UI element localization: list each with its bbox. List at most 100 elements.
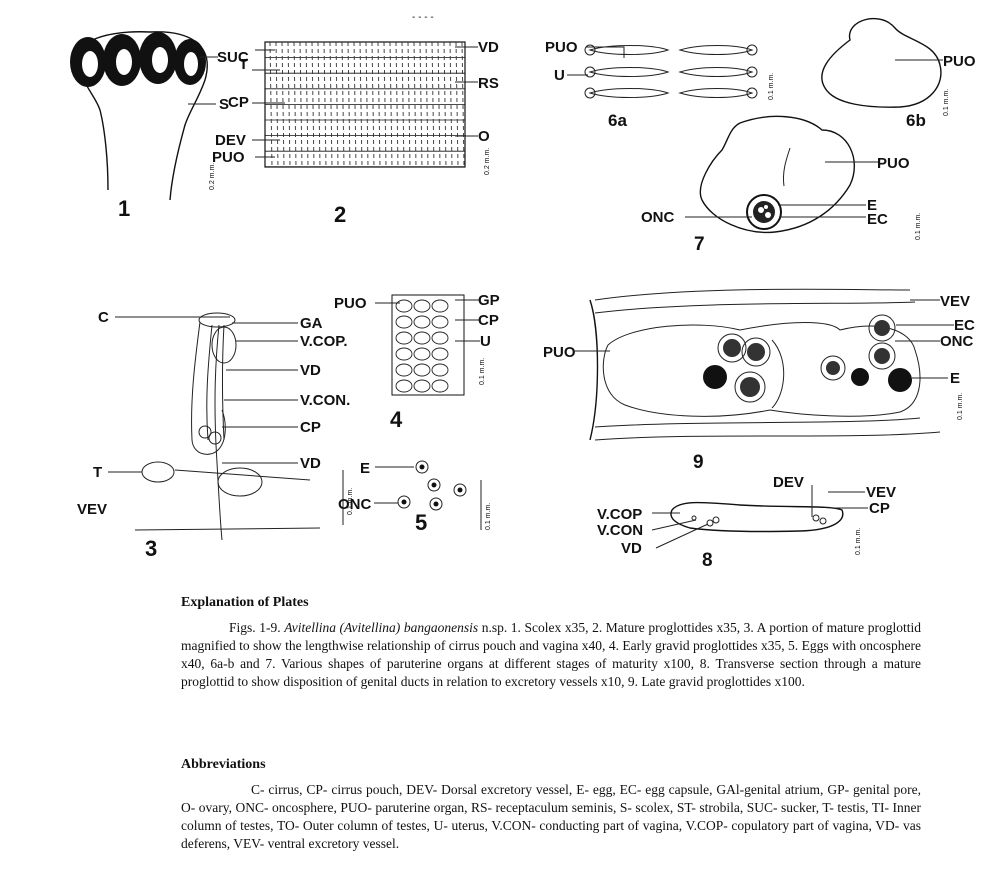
uterus-cell <box>413 347 431 361</box>
figure-number-6b: 6b <box>906 111 926 130</box>
uterus-cell <box>413 363 431 377</box>
label-vd: VD <box>478 39 499 56</box>
label-vev: VEV <box>77 501 107 518</box>
label-gp: GP <box>478 292 500 309</box>
uterus-cell <box>413 315 431 329</box>
label-onc: ONC <box>338 496 372 513</box>
figure-number-6a: 6a <box>608 111 627 130</box>
scale-label-1: 0.2 m.m. <box>209 163 216 190</box>
label-puo: PUO <box>943 53 976 70</box>
scale-label-7: 0.1 m.m. <box>479 358 486 385</box>
label-u: U <box>554 67 565 84</box>
figure-6b-paruterine: PUO 6b 0.1 m.m. <box>821 17 976 130</box>
label-t: T <box>239 56 248 73</box>
figure-1-scolex: SUC S 1 0.2 m.m. <box>70 31 249 221</box>
figure-9-late-gravid: PUO VEV EC ONC E 9 0.1 m.m. <box>543 288 975 473</box>
label-e: E <box>950 370 960 387</box>
scale-label-8: 0.1 m.m. <box>485 503 492 530</box>
figure-8-transverse-section: DEV VEV CP V.COP V.CON VD 8 0.1 m.m. <box>597 474 896 571</box>
figure-number-9: 9 <box>693 452 704 473</box>
figure-number-2: 2 <box>334 202 346 227</box>
label-vd: VD <box>300 362 321 379</box>
abbreviations-heading: Abbreviations <box>181 757 266 772</box>
label-vcop: V.COP <box>597 506 642 523</box>
scale-label-5: 0.1 m.m. <box>915 213 922 240</box>
label-suc: SUC <box>217 49 249 66</box>
label-ga: GA <box>300 315 323 332</box>
species-name: Avitellina (Avitellina) bangaonensis <box>284 620 479 635</box>
label-puo: PUO <box>543 344 576 361</box>
label-cp: CP <box>478 312 499 329</box>
figure-2-proglottides: T CP DEV PUO VD RS O 2 0.2 m.m. <box>212 39 499 227</box>
header-mark: - - - - <box>412 12 434 23</box>
label-cp: CP <box>869 500 890 517</box>
explanation-body: n.sp. 1. Scolex x35, 2. Mature proglotti… <box>181 620 921 689</box>
label-o: O <box>478 128 490 145</box>
label-ec: EC <box>867 211 888 228</box>
scale-label-4: 0.1 m.m. <box>943 89 950 116</box>
explanation-heading: Explanation of Plates <box>181 595 309 610</box>
scale-label-6: 0.1 m.m. <box>347 488 354 515</box>
label-vd: VD <box>621 540 642 557</box>
label-dev: DEV <box>215 132 246 149</box>
label-vcop: V.COP. <box>300 333 348 350</box>
figure-7-paruterine: PUO E EC ONC 7 0.1 m.m. <box>641 115 922 255</box>
figure-number-7: 7 <box>694 234 705 255</box>
figure-4-gravid: PUO GP CP U 4 0.1 m.m. <box>334 292 500 432</box>
scale-label-10: 0.1 m.m. <box>855 528 862 555</box>
label-s: S <box>219 96 229 113</box>
uterus-cell <box>395 299 413 313</box>
figure-6a-paruterine: PUO U 6a 0.1 m.m. <box>545 39 775 130</box>
label-rs: RS <box>478 75 499 92</box>
abbreviations-body: C- cirrus, CP- cirrus pouch, DEV- Dorsal… <box>181 782 921 851</box>
label-puo: PUO <box>212 149 245 166</box>
label-dev: DEV <box>773 474 804 491</box>
abbreviations-text: C- cirrus, CP- cirrus pouch, DEV- Dorsal… <box>181 781 921 853</box>
uterus-cell <box>431 363 449 377</box>
label-cp: CP <box>300 419 321 436</box>
figure-number-1: 1 <box>118 196 130 221</box>
label-ec: EC <box>954 317 975 334</box>
figure-5-eggs: E ONC 5 0.1 m.m. <box>338 460 492 535</box>
label-u: U <box>480 333 491 350</box>
scale-label-3: 0.1 m.m. <box>768 73 775 100</box>
uterus-cell <box>413 331 431 345</box>
label-cp: CP <box>228 94 249 111</box>
figure-number-5: 5 <box>415 510 427 535</box>
label-onc: ONC <box>940 333 974 350</box>
label-t: T <box>93 464 102 481</box>
label-puo: PUO <box>334 295 367 312</box>
label-puo: PUO <box>545 39 578 56</box>
uterus-cell <box>431 299 449 313</box>
label-vd-2: VD <box>300 455 321 472</box>
label-vev: VEV <box>940 293 970 310</box>
figure-number-3: 3 <box>145 536 157 561</box>
explanation-lead: Figs. 1-9. <box>229 620 281 635</box>
explanation-text: Figs. 1-9. Avitellina (Avitellina) banga… <box>181 619 921 691</box>
label-vcon: V.CON. <box>300 392 350 409</box>
uterus-cell <box>395 347 413 361</box>
uterus-cell <box>413 299 431 313</box>
label-onc: ONC <box>641 209 675 226</box>
uterus-cell <box>395 379 413 393</box>
scale-label-2: 0.2 m.m. <box>484 148 491 175</box>
plate-figures: - - - - SUC S 1 0.2 m.m. <box>70 12 976 571</box>
uterus-cell <box>431 315 449 329</box>
label-vcon: V.CON <box>597 522 643 539</box>
figure-number-4: 4 <box>390 407 403 432</box>
label-puo: PUO <box>877 155 910 172</box>
label-e: E <box>867 197 877 214</box>
uterus-cell <box>431 347 449 361</box>
uterus-cell <box>395 363 413 377</box>
label-e: E <box>360 460 370 477</box>
uterus-cell <box>431 331 449 345</box>
label-c: C <box>98 309 109 326</box>
figure-3-proglottid: C GA V.COP. VD V.CON. CP VD T VEV 3 0.1 … <box>77 309 354 561</box>
figure-number-8: 8 <box>702 550 713 571</box>
label-vev: VEV <box>866 484 896 501</box>
uterus-cell <box>395 315 413 329</box>
uterus-cell <box>413 379 431 393</box>
uterus-cell <box>431 379 449 393</box>
uterus-cell <box>395 331 413 345</box>
scale-label-9: 0.1 m.m. <box>957 393 964 420</box>
